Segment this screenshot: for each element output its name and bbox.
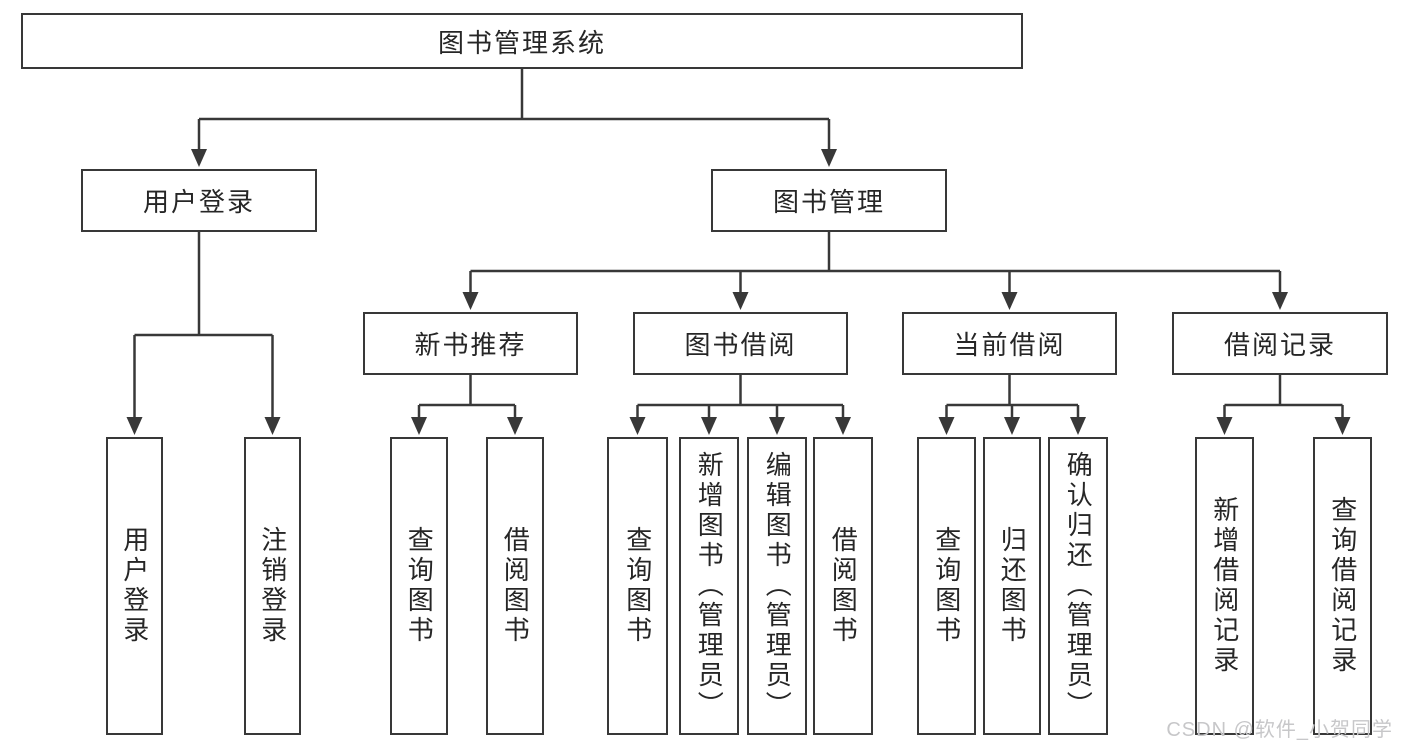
leaf-label: 查询图书 [622, 526, 653, 646]
leaf-label: 注销登录 [257, 526, 288, 646]
leaf-query-books: 查询图书 [390, 437, 448, 735]
leaf-add-borrow-record: 新增借阅记录 [1195, 437, 1254, 735]
leaf-borrow-books: 借阅图书 [486, 437, 544, 735]
leaf-confirm-return-admin: 确认归还（管理员） [1048, 437, 1108, 735]
leaf-user-login: 用户登录 [106, 437, 163, 735]
leaf-label: 确认归还（管理员） [1063, 451, 1094, 721]
leaf-label: 新增图书（管理员） [694, 451, 725, 721]
leaf-borrow-books: 借阅图书 [813, 437, 873, 735]
node-library-management-system: 图书管理系统 [21, 13, 1023, 69]
leaf-label: 借阅图书 [500, 526, 531, 646]
leaf-label: 用户登录 [119, 526, 150, 646]
node-borrowing-records: 借阅记录 [1172, 312, 1388, 375]
node-book-management: 图书管理 [711, 169, 947, 232]
leaf-label: 归还图书 [997, 526, 1028, 646]
node-user-login: 用户登录 [81, 169, 317, 232]
node-new-book-recommendation: 新书推荐 [363, 312, 578, 375]
node-book-borrowing: 图书借阅 [633, 312, 848, 375]
leaf-label: 查询图书 [404, 526, 435, 646]
node-current-borrowing: 当前借阅 [902, 312, 1117, 375]
leaf-query-books: 查询图书 [917, 437, 976, 735]
leaf-label: 编辑图书（管理员） [762, 451, 793, 721]
leaf-add-books-admin: 新增图书（管理员） [679, 437, 739, 735]
leaf-edit-books-admin: 编辑图书（管理员） [747, 437, 807, 735]
leaf-label: 借阅图书 [828, 526, 859, 646]
leaf-query-books: 查询图书 [607, 437, 668, 735]
leaf-label: 查询借阅记录 [1327, 496, 1358, 676]
leaf-query-borrow-record: 查询借阅记录 [1313, 437, 1372, 735]
leaf-logout: 注销登录 [244, 437, 301, 735]
leaf-return-books: 归还图书 [983, 437, 1041, 735]
csdn-watermark: CSDN @软件_小贺同学 [1166, 719, 1393, 741]
leaf-label: 新增借阅记录 [1209, 496, 1240, 676]
leaf-label: 查询图书 [931, 526, 962, 646]
